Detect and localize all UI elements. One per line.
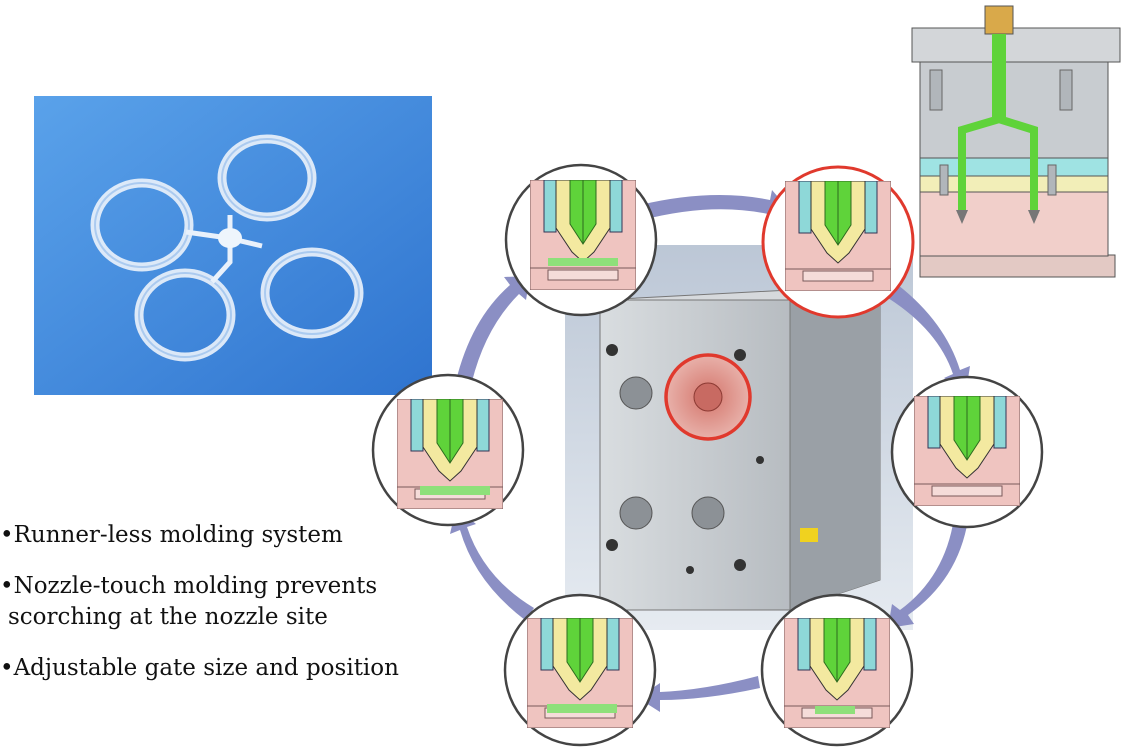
ring-parts-photo [34,96,432,395]
stage-top-left [504,163,658,317]
stage-top-right [761,165,915,319]
stage-right [890,375,1044,529]
mold-assembly-photo [565,245,913,630]
bullet-line: •Nozzle-touch molding prevents [0,573,378,599]
stage-bottom-left [503,593,657,747]
bullet-runnerless: •Runner-less molding system [0,520,470,551]
bullet-line: scorching at the nozzle site [8,604,328,630]
feature-bullets: •Runner-less molding system •Nozzle-touc… [0,520,470,704]
hot-runner-cutaway [911,5,1121,278]
bullet-line: •Adjustable gate size and position [0,655,399,681]
stage-left [371,373,525,527]
bullet-nozzle-touch: •Nozzle-touch molding prevents scorching… [0,571,470,633]
bullet-adjustable-gate: •Adjustable gate size and position [0,653,470,684]
bullet-line: •Runner-less molding system [0,522,343,548]
stage-bottom-right [760,593,914,747]
cycle-arrows [450,190,970,712]
